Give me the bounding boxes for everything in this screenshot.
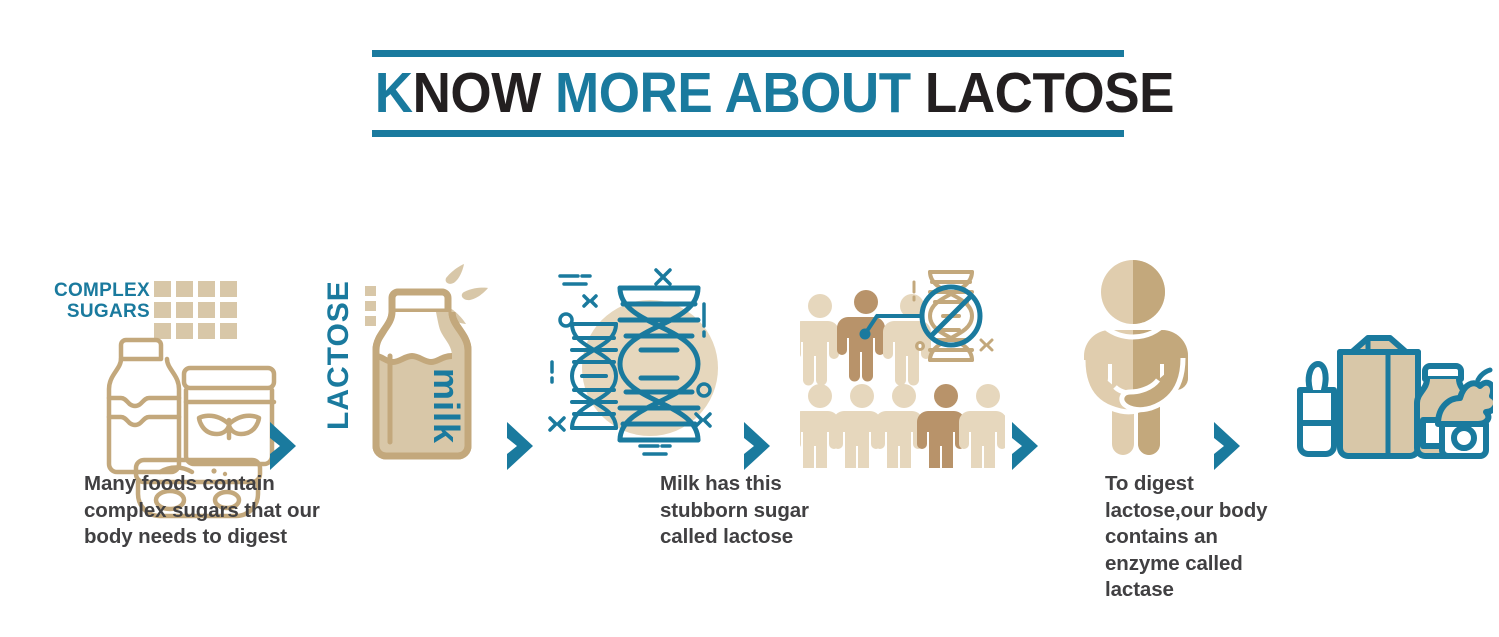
arrow-chevron-2 — [503, 420, 539, 477]
step-caption-3: To digest lactose,our body contains an e… — [1105, 472, 1268, 601]
arrow-chevron-5 — [1210, 420, 1246, 477]
sugar-grid-pattern — [154, 281, 237, 339]
title-segment-4: LACTOSE — [924, 61, 1175, 125]
title-block: KNOW MORE ABOUT LACTOSE — [372, 50, 1175, 138]
title-segment-1: K — [374, 61, 413, 125]
title-segment-3: MORE ABOUT — [540, 61, 925, 125]
complex-sugars-label-line2: SUGARS — [66, 301, 150, 322]
complex-sugars-label-line1: COMPLEX — [53, 280, 150, 301]
arrow-chevron-1 — [266, 420, 302, 477]
title-rule-bottom — [372, 130, 1124, 137]
step-caption-1: Many foods contain complex sugars that o… — [84, 472, 320, 548]
title-segment-2: NOW — [412, 61, 542, 125]
svg-text:milk: milk — [426, 368, 467, 444]
title-rule-top — [372, 50, 1124, 57]
step-caption-2: Milk has this stubborn sugar called lact… — [660, 472, 809, 548]
complex-sugars-label: COMPLEX SUGARS — [42, 280, 150, 322]
lactose-dot-marks — [365, 286, 376, 331]
steps-row: COMPLEX SUGARS — [0, 250, 1499, 637]
arrow-chevron-4 — [1008, 420, 1044, 477]
page-title: KNOW MORE ABOUT LACTOSE — [372, 60, 1175, 128]
arrow-chevron-3 — [740, 420, 776, 477]
